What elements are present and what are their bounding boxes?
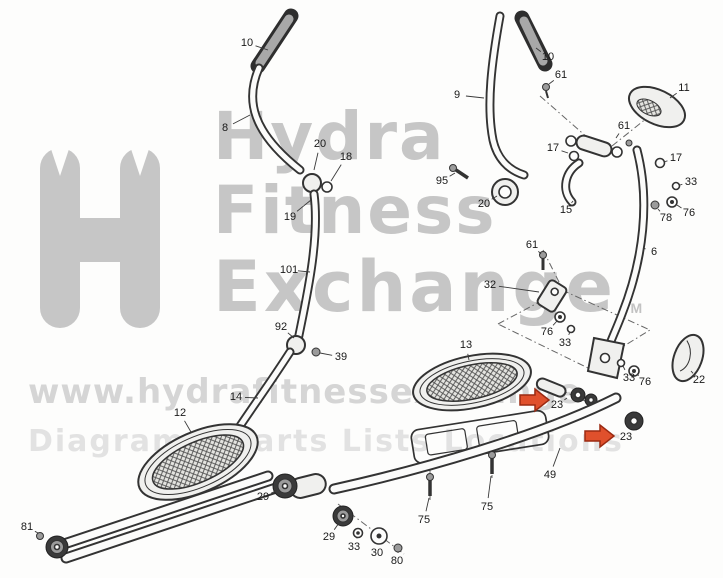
pedal-arm-assembly: [272, 392, 622, 553]
part-label-10: 10: [240, 37, 254, 49]
part-label-80: 80: [390, 555, 404, 567]
part-label-15: 15: [559, 204, 573, 216]
part-label-81: 81: [20, 521, 34, 533]
part-label-23: 23: [550, 399, 564, 411]
washer-33: [671, 181, 681, 191]
part-label-20: 20: [313, 138, 327, 150]
part-label-13: 13: [459, 339, 473, 351]
part-label-22: 22: [692, 374, 706, 386]
bolt-95: [455, 168, 469, 180]
part-label-17: 17: [546, 142, 560, 154]
highlight-arrow: [584, 423, 616, 449]
cover-22: [671, 333, 705, 383]
highlight-arrow: [519, 387, 551, 413]
part-label-30: 30: [370, 547, 384, 559]
part-label-23: 23: [619, 431, 633, 443]
part-label-76: 76: [540, 326, 554, 338]
right-pedal: [412, 352, 532, 412]
upright-tube-assembly: [536, 145, 705, 383]
pivot-shaft: [575, 134, 613, 158]
part-label-33: 33: [622, 372, 636, 384]
part-label-18: 18: [339, 151, 353, 163]
left-pedal-assembly: [36, 423, 282, 564]
leader-lines: [34, 45, 694, 554]
right-pedal-assembly: [410, 352, 644, 465]
part-label-33: 33: [347, 541, 361, 553]
bolt-80: [393, 543, 403, 553]
part-label-39: 39: [334, 351, 348, 363]
part-label-76: 76: [682, 207, 696, 219]
part-label-29: 29: [256, 491, 270, 503]
bolt-61: [542, 83, 550, 91]
part-label-8: 8: [221, 122, 229, 134]
part-label-6: 6: [650, 246, 658, 258]
part-label-12: 12: [173, 407, 187, 419]
part-label-95: 95: [435, 175, 449, 187]
part-label-75: 75: [417, 514, 431, 526]
left-pedal: [137, 423, 259, 501]
part-label-33: 33: [558, 337, 572, 349]
part-label-11: 11: [678, 82, 690, 94]
part-label-78: 78: [659, 212, 673, 224]
part-label-92: 92: [274, 321, 288, 333]
part-label-101: 101: [279, 264, 299, 276]
part-label-9: 9: [453, 89, 461, 101]
highlight-arrows: [519, 387, 616, 449]
part-label-33: 33: [684, 176, 698, 188]
part-label-61: 61: [525, 239, 539, 251]
part-label-20: 20: [477, 198, 491, 210]
hydra-logo-watermark: [40, 146, 160, 328]
right-handlebar-assembly: [449, 10, 686, 210]
part-label-49: 49: [543, 469, 557, 481]
part-label-14: 14: [229, 391, 243, 403]
part-label-19: 19: [283, 211, 297, 223]
part-label-76: 76: [638, 376, 652, 388]
part-label-29: 29: [322, 531, 336, 543]
washer-17: [568, 150, 580, 162]
part-label-32: 32: [483, 279, 497, 291]
nut-78: [650, 200, 660, 210]
left-handlebar-assembly: [235, 8, 333, 431]
bolt-81: [36, 532, 44, 540]
washer-17: [654, 157, 666, 169]
axle-23: [535, 377, 567, 398]
part-label-10: 10: [541, 51, 555, 63]
bracket-32: [536, 279, 568, 313]
part-label-17: 17: [669, 152, 683, 164]
washer-33: [616, 358, 626, 368]
washer-33: [566, 324, 576, 334]
part-label-75: 75: [480, 501, 494, 513]
part-label-61: 61: [554, 69, 568, 81]
watermark-word-fitness: Fitness: [213, 172, 497, 249]
part-label-61: 61: [617, 120, 631, 132]
